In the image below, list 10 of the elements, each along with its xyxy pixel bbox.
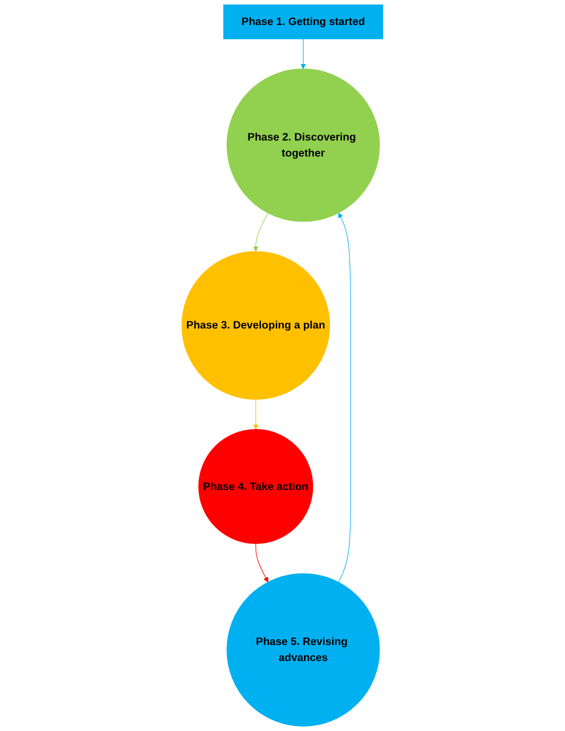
node-circle: Phase 5. Revising advances: [226, 573, 380, 726]
node-circle: Phase 3. Developing a plan: [182, 251, 330, 400]
arrow: [300, 38, 306, 70]
arrow: [256, 543, 268, 582]
node-circle: Phase 2. Discovering together: [226, 68, 380, 222]
arrow: [338, 212, 352, 582]
arrow: [253, 399, 259, 430]
node-circle: Phase 4. Take action: [198, 429, 314, 544]
node-box: Phase 1. Getting started: [223, 4, 384, 40]
arrow: [253, 212, 268, 252]
